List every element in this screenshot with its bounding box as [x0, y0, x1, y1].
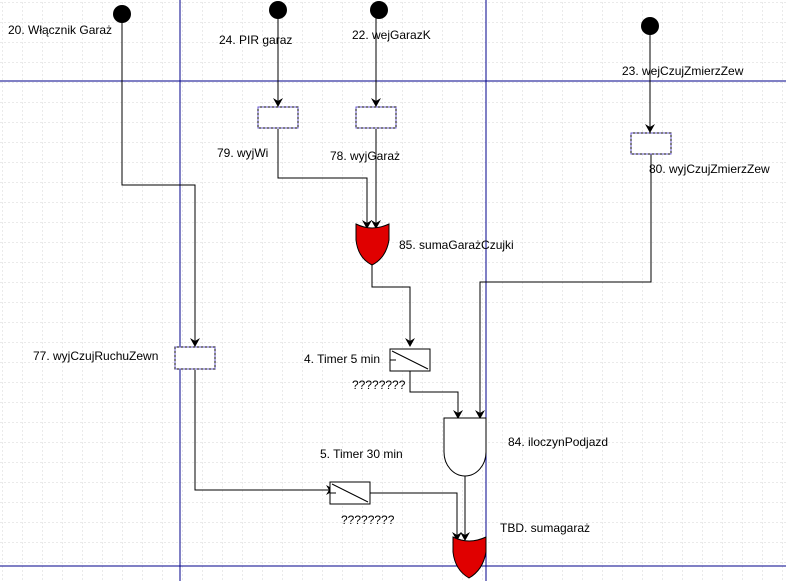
input-node-in23 — [641, 17, 659, 35]
wire-in20-b77 — [121, 14, 200, 347]
label-in22: 22. wejGarazK — [352, 28, 431, 42]
label-b77: 77. wyjCzujRuchuZewn — [33, 349, 158, 363]
label-g85: 85. sumaGarażCzujki — [399, 238, 514, 252]
block-b78[interactable] — [355, 106, 397, 129]
wire-t5-gTBD — [370, 492, 462, 541]
label-t4: 4. Timer 5 min — [304, 352, 380, 366]
wire-b80-g84 — [475, 154, 652, 419]
value-t4: ???????? — [352, 378, 406, 392]
label-in24: 24. PIR garaz — [219, 33, 292, 47]
input-terminals[interactable] — [113, 1, 659, 35]
block-b77[interactable] — [174, 346, 216, 370]
block-b80[interactable] — [630, 132, 672, 155]
label-t5: 5. Timer 30 min — [320, 447, 403, 461]
input-node-in22 — [370, 1, 388, 19]
wire-t4-g84 — [409, 370, 463, 419]
label-b78: 78. wyjGaraż — [330, 149, 400, 163]
input-node-in20 — [113, 5, 131, 23]
label-b79: 79. wyjWi — [217, 146, 268, 160]
gate-g84-and[interactable] — [443, 417, 487, 477]
gate-g85-or[interactable] — [355, 223, 390, 266]
gate-gTBD-or[interactable] — [452, 536, 487, 579]
block-b79[interactable] — [257, 106, 299, 129]
label-g84: 84. iloczynPodjazd — [508, 435, 608, 449]
label-b80: 80. wyjCzujZmierzZew — [649, 162, 770, 176]
wire-b79-g85 — [277, 129, 372, 229]
labels: 20. Włącznik Garaż 24. PIR garaz 22. wej… — [8, 23, 770, 535]
wire-b77-t5 — [194, 370, 335, 495]
wire-g85-t4 — [371, 262, 415, 347]
input-node-in24 — [269, 1, 287, 19]
label-gTBD: TBD. sumagaraż — [500, 521, 590, 535]
timer-t4[interactable] — [389, 348, 431, 372]
timer-t5[interactable] — [329, 481, 371, 505]
wires — [121, 10, 655, 541]
label-in23: 23. wejCzujZmierzZew — [622, 64, 744, 78]
label-in20: 20. Włącznik Garaż — [8, 23, 112, 37]
value-t5: ???????? — [341, 513, 395, 527]
